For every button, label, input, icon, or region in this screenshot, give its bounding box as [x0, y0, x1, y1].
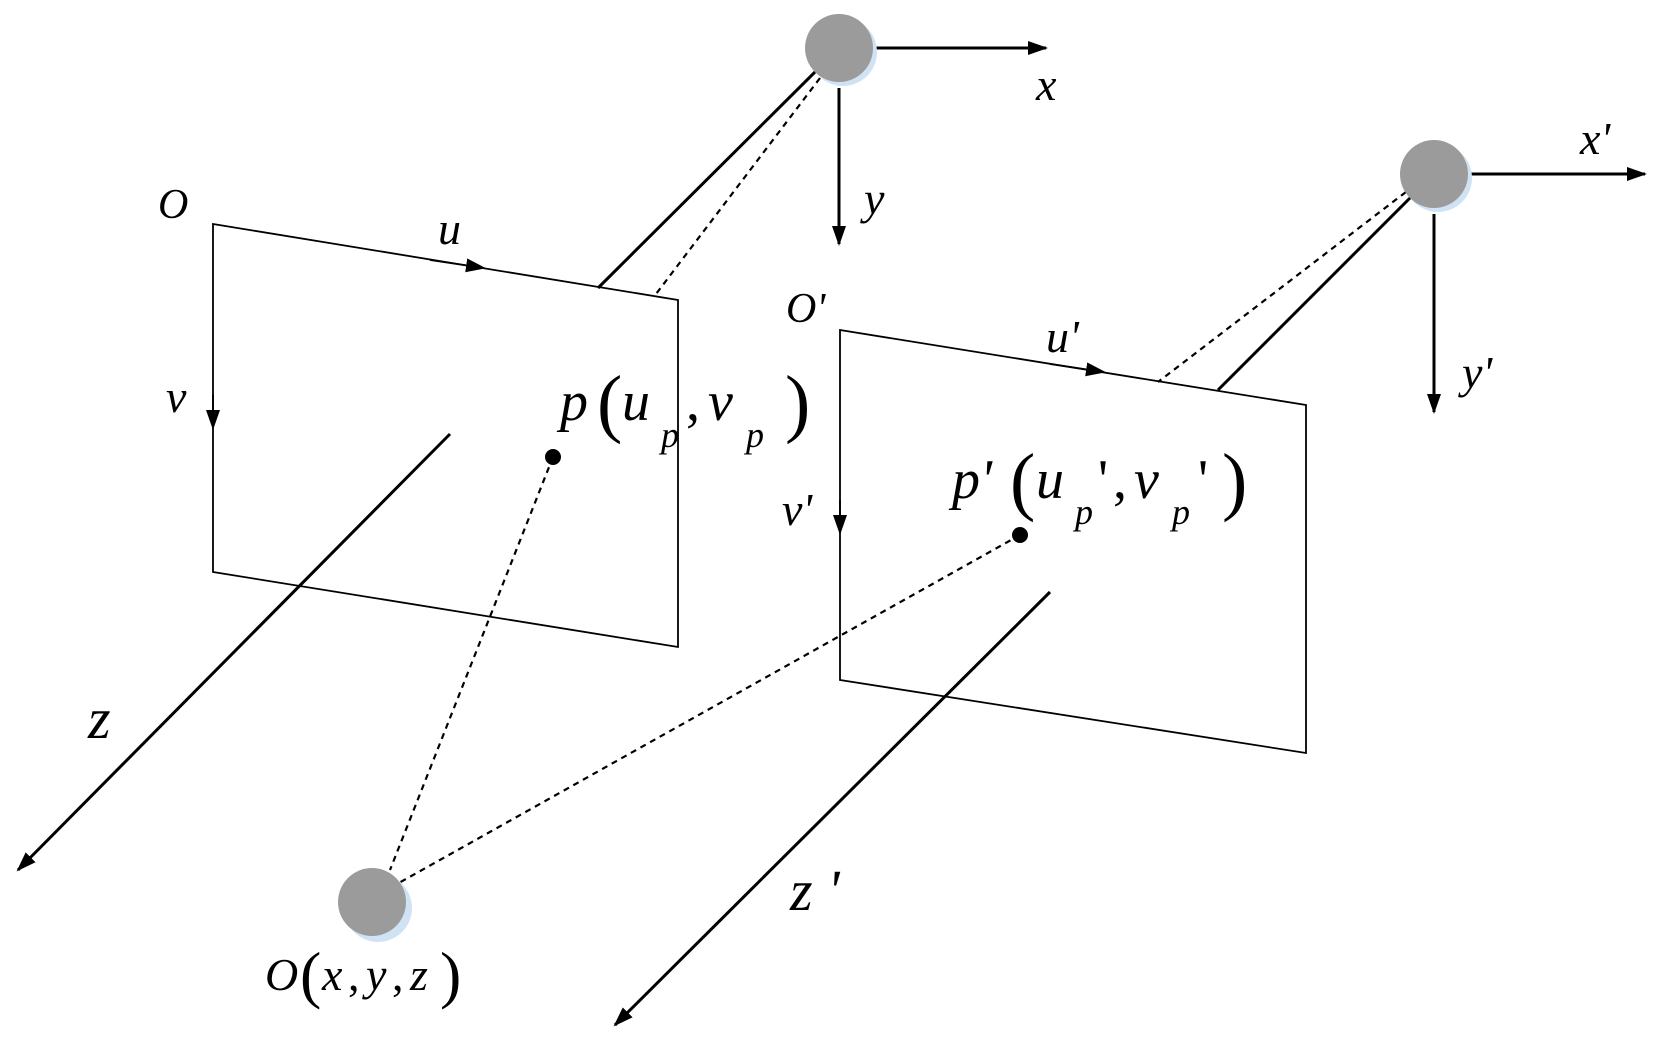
left-camera-center [805, 14, 873, 82]
left-camera-solid-ray [596, 70, 817, 290]
left-point-v-sub: p [743, 415, 764, 455]
object-comma-1: , [348, 949, 360, 1000]
right-v-label: v' [782, 484, 813, 535]
object-label: O ( x , y , z ) [265, 939, 461, 1010]
left-point-open-paren: ( [597, 361, 622, 445]
left-z-label: z [87, 686, 111, 751]
right-point-v-sub: p [1169, 492, 1190, 532]
object-comma-2: , [392, 949, 404, 1000]
object-point [338, 868, 406, 936]
right-camera-center [1400, 140, 1468, 208]
right-camera-dashed-ray [1157, 171, 1433, 383]
left-point-v: v [708, 371, 733, 433]
right-z-label: z ' [789, 858, 841, 923]
right-point-u: u [1036, 449, 1064, 511]
left-z-axis [16, 432, 452, 872]
left-point-u-sub: p [658, 415, 679, 455]
object-x: x [321, 949, 343, 1000]
right-image-plane [839, 328, 1307, 755]
left-point-label: p ( u p , v p ) [556, 361, 810, 455]
left-v-label: v [166, 371, 187, 422]
right-point-v-prime: ' [1198, 449, 1208, 511]
left-x-label: x [1035, 59, 1057, 110]
right-point-close-paren: ) [1222, 439, 1247, 523]
right-u-arrow [1049, 362, 1106, 377]
right-point-v: v [1134, 449, 1159, 511]
left-origin-label: O [158, 182, 188, 228]
object-y: y [362, 949, 387, 1000]
object-close-paren: ) [440, 939, 461, 1010]
object-to-right-ray [371, 534, 1021, 899]
left-u-label: u [438, 203, 461, 254]
right-x-label: x' [1579, 113, 1611, 164]
right-u-label: u' [1046, 311, 1080, 362]
right-point-label: p' ( u p ' , v p ' ) [948, 439, 1247, 532]
object-z: z [409, 949, 428, 1000]
right-camera-group: O' u' v' z ' x' y' p' ( u p ' , v p ' ) [613, 113, 1647, 1027]
left-point-name: p [556, 371, 588, 433]
left-point-close-paren: ) [785, 361, 810, 445]
right-z-axis [613, 590, 1052, 1027]
object-open-paren: ( [300, 939, 321, 1010]
right-point-name: p' [948, 449, 993, 511]
left-point-comma: , [686, 371, 700, 433]
right-point-open-paren: ( [1010, 439, 1035, 523]
left-image-plane [212, 222, 679, 649]
right-origin-label: O' [786, 286, 826, 332]
right-point-comma: , [1113, 449, 1127, 511]
object-name: O [265, 949, 298, 1000]
object-point-group: O ( x , y , z ) [265, 456, 1021, 1010]
object-to-left-ray [388, 456, 555, 871]
right-point-u-prime: ' [1098, 449, 1108, 511]
left-point-u: u [622, 371, 650, 433]
right-y-label: y' [1458, 347, 1493, 398]
right-point-u-sub: p [1072, 492, 1093, 532]
right-camera-solid-ray [1216, 194, 1414, 392]
left-u-arrow [429, 258, 486, 273]
left-camera-group: O u v z x y p ( u p , v p ) [16, 14, 1057, 872]
left-y-label: y [860, 173, 885, 224]
left-camera-dashed-ray [655, 77, 821, 295]
